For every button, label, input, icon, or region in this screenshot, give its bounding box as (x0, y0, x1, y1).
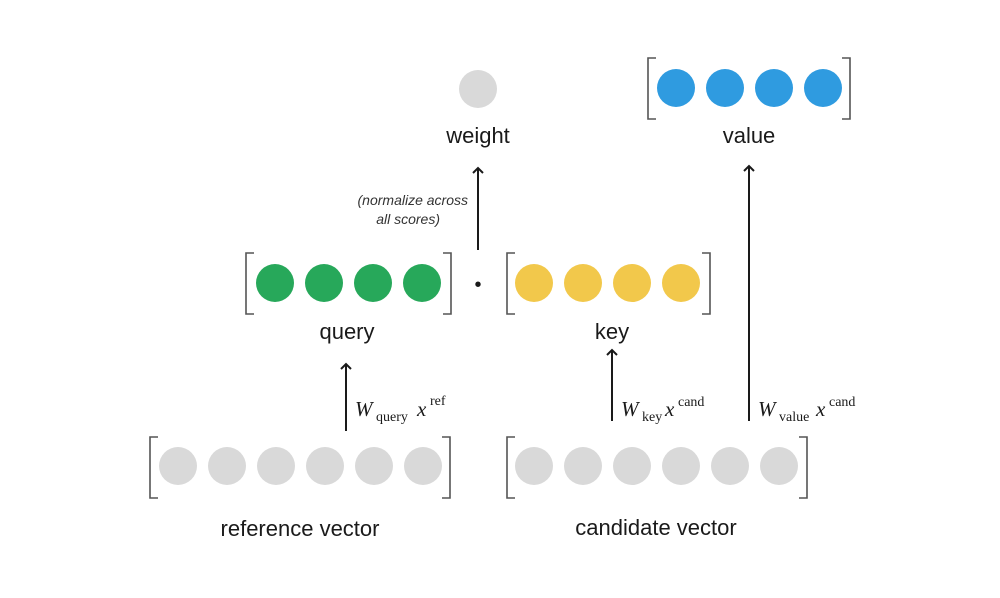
query-label: query (319, 319, 374, 344)
candidate-vector-label: candidate vector (575, 515, 736, 540)
query-formula-sup: ref (430, 394, 446, 409)
value-formula-sup: cand (829, 395, 855, 410)
query-element-4 (403, 264, 441, 302)
candidate-element-5 (711, 447, 749, 485)
query-formula-sub: query (376, 410, 408, 425)
candidate-element-1 (515, 447, 553, 485)
key-formula-sup: cand (678, 395, 704, 410)
value-element-4 (804, 69, 842, 107)
reference-left-bracket (149, 436, 158, 499)
value-left-bracket (647, 57, 656, 120)
key-label: key (595, 319, 629, 344)
value-formula-var: x (815, 397, 826, 421)
query-element-1 (256, 264, 294, 302)
candidate-element-6 (760, 447, 798, 485)
candidate-element-3 (613, 447, 651, 485)
candidate-left-bracket (506, 436, 515, 499)
key-right-bracket (702, 252, 711, 315)
reference-vector-label: reference vector (221, 516, 380, 541)
query-element-3 (354, 264, 392, 302)
query-right-bracket (443, 252, 452, 315)
reference-circles (159, 447, 442, 485)
dot-operator: • (474, 274, 481, 296)
query-vector (245, 252, 452, 315)
reference-element-6 (404, 447, 442, 485)
query-formula-var: x (416, 397, 427, 421)
reference-element-2 (208, 447, 246, 485)
candidate-element-2 (564, 447, 602, 485)
weight-label: weight (445, 123, 510, 148)
candidate-vector (506, 436, 808, 499)
key-element-4 (662, 264, 700, 302)
reference-element-4 (306, 447, 344, 485)
key-formula-base: W (621, 397, 641, 421)
candidate-right-bracket (799, 436, 808, 499)
value-right-bracket (842, 57, 851, 120)
value-element-3 (755, 69, 793, 107)
reference-element-1 (159, 447, 197, 485)
key-projection-formula: W key x cand (621, 395, 704, 425)
value-projection-formula: W value x cand (758, 395, 855, 425)
query-formula-base: W (355, 397, 375, 421)
value-circles (657, 69, 842, 107)
reference-vector (149, 436, 451, 499)
key-element-2 (564, 264, 602, 302)
query-circles (256, 264, 441, 302)
query-element-2 (305, 264, 343, 302)
normalize-note-line1: (normalize across (358, 192, 468, 208)
key-left-bracket (506, 252, 515, 315)
query-left-bracket (245, 252, 254, 315)
candidate-circles (515, 447, 798, 485)
reference-right-bracket (442, 436, 451, 499)
value-element-1 (657, 69, 695, 107)
query-projection-formula: W query x ref (355, 394, 446, 425)
reference-element-3 (257, 447, 295, 485)
weight-node (459, 70, 497, 108)
weight-element-1 (459, 70, 497, 108)
candidate-element-4 (662, 447, 700, 485)
key-formula-var: x (664, 397, 675, 421)
key-vector (506, 252, 711, 315)
value-label: value (723, 123, 776, 148)
key-element-1 (515, 264, 553, 302)
weight-circles (459, 70, 497, 108)
key-element-3 (613, 264, 651, 302)
reference-element-5 (355, 447, 393, 485)
value-element-2 (706, 69, 744, 107)
key-formula-sub: key (642, 410, 662, 425)
value-formula-base: W (758, 397, 778, 421)
value-vector (647, 57, 851, 120)
normalize-note-line2: all scores) (376, 211, 440, 227)
key-circles (515, 264, 700, 302)
value-formula-sub: value (779, 410, 809, 425)
